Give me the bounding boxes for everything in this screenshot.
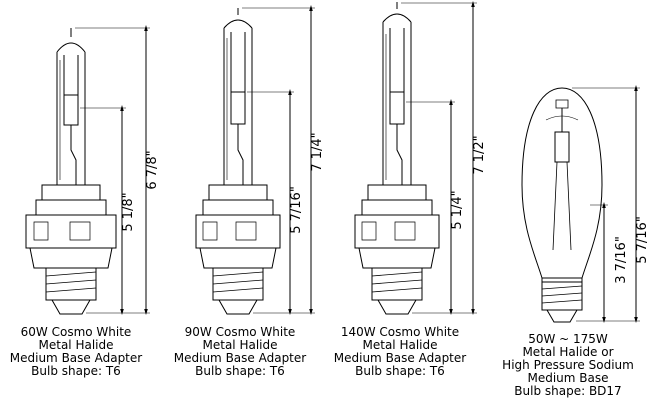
lamp-2-dim-outer: 7 1/4" — [310, 132, 325, 171]
lamp-2-dim-inner: 5 7/16" — [289, 186, 304, 234]
lamp-4-dim-outer: 5 7/16" — [635, 216, 647, 264]
lamp-4-dim-inner: 3 7/16" — [614, 236, 629, 284]
lamp-2-drawing — [195, 4, 315, 315]
lamp-3-drawing — [354, 0, 477, 315]
lamp-4-caption: 50W ~ 175W Metal Halide or High Pressure… — [502, 332, 634, 398]
lamp-1-dim-inner: 5 1/8" — [121, 192, 136, 231]
lamp-1-caption: 60W Cosmo White Metal Halide Medium Base… — [9, 325, 143, 378]
lamp-1-dim-outer: 6 7/8" — [145, 150, 160, 189]
lamp-2-caption: 90W Cosmo White Metal Halide Medium Base… — [173, 325, 307, 378]
lamp-3-dim-outer: 7 1/2" — [472, 135, 487, 174]
lamp-4-drawing — [521, 85, 640, 323]
lamp-3-dim-inner: 5 1/4" — [450, 190, 465, 229]
lamp-1-drawing — [25, 25, 150, 315]
lamp-3-caption: 140W Cosmo White Metal Halide Medium Bas… — [333, 325, 467, 378]
